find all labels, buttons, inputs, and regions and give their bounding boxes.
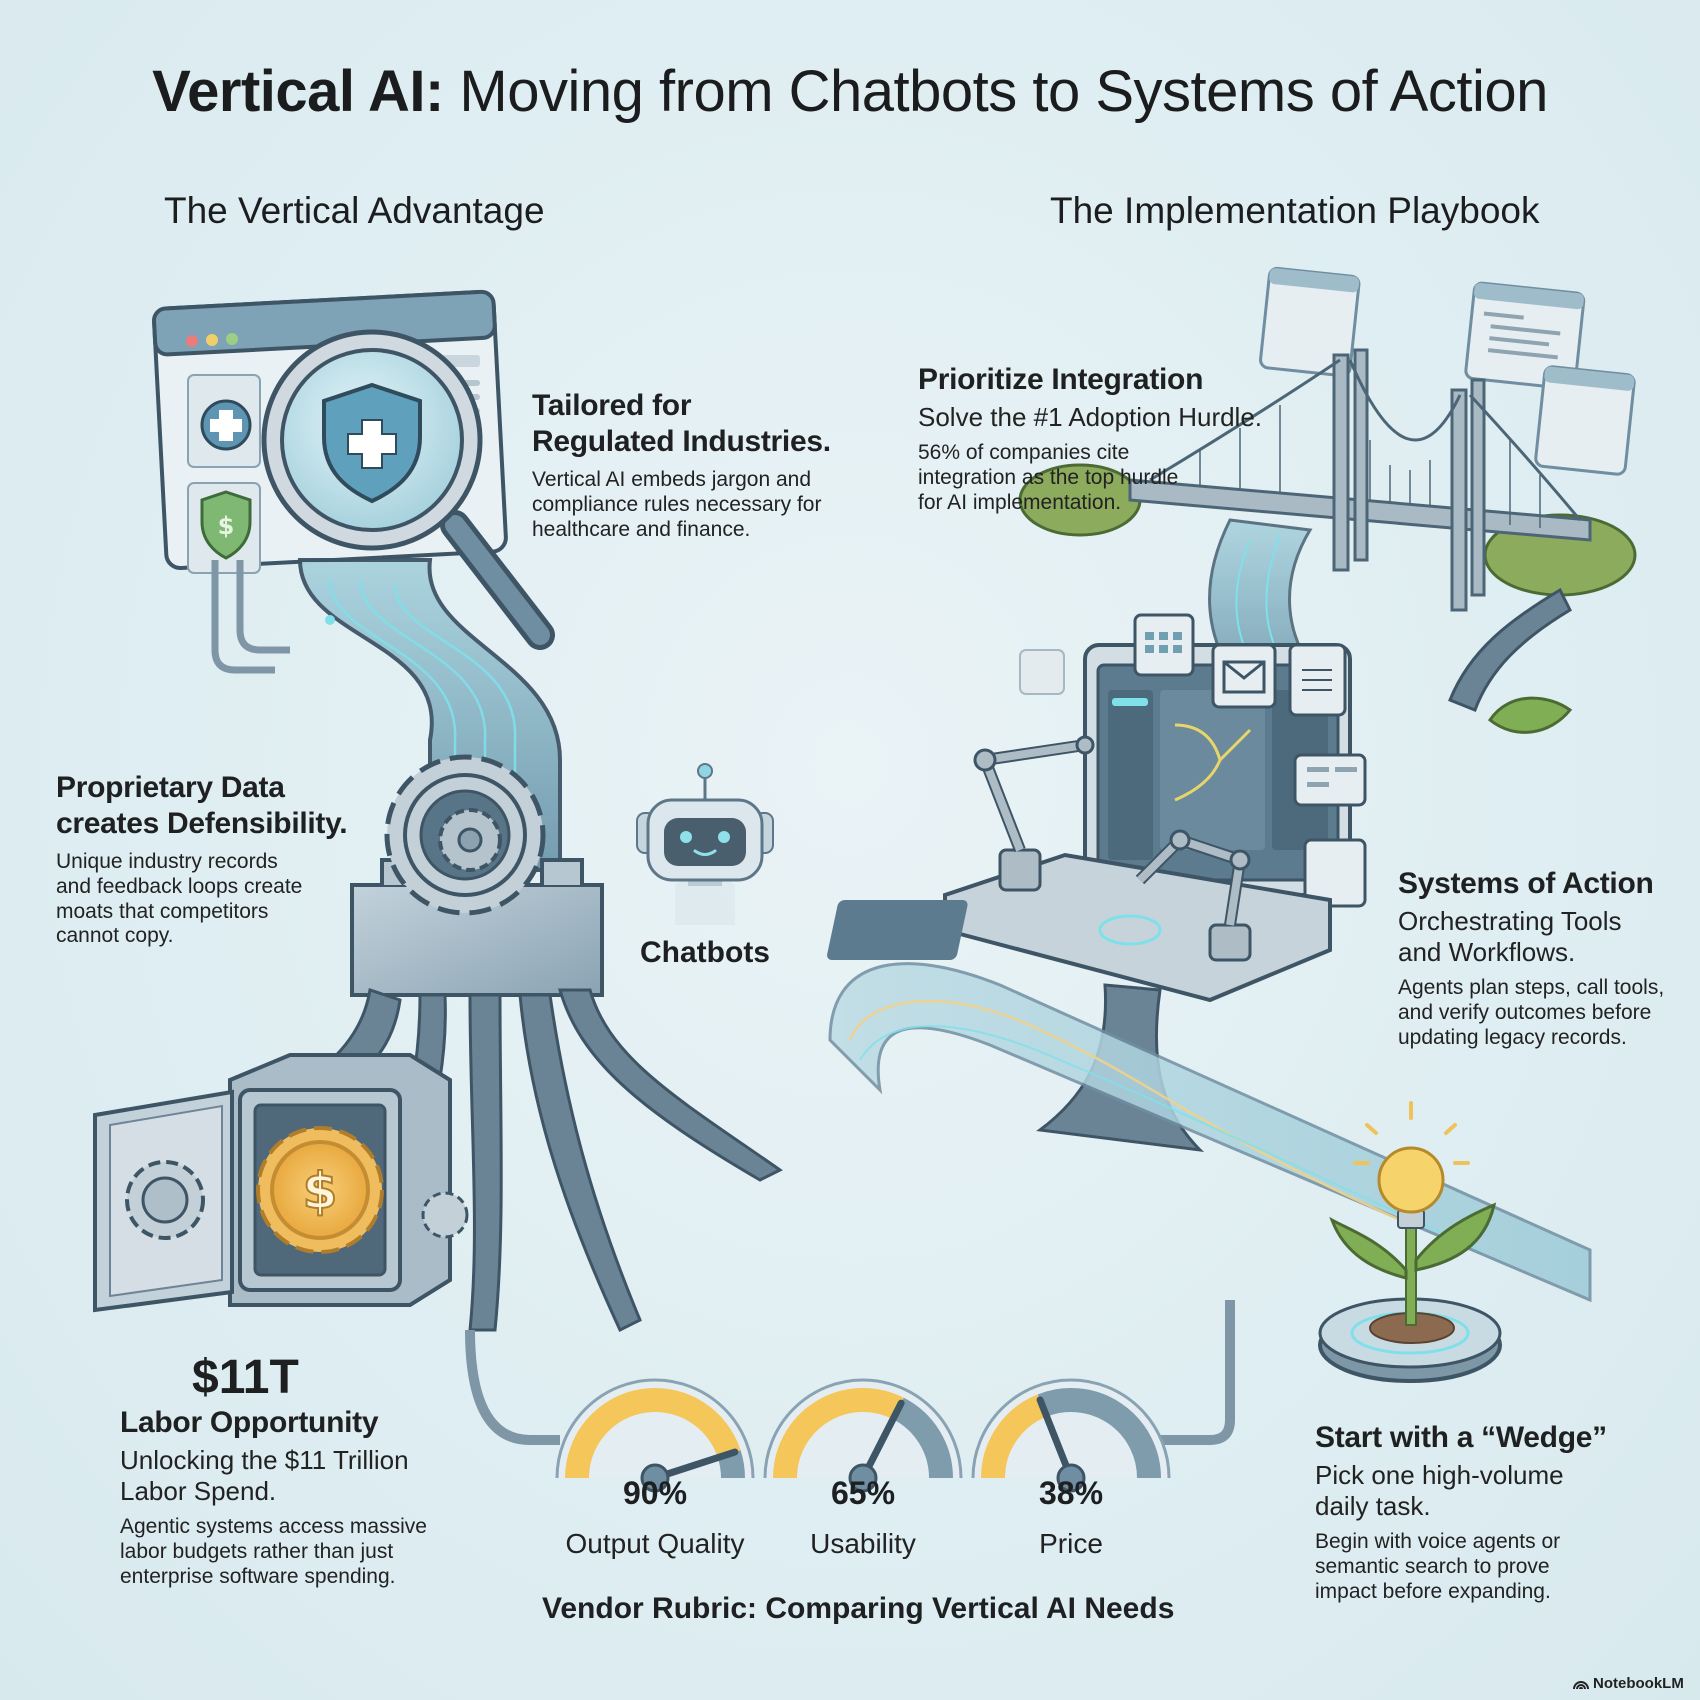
labor-subtitle: Unlocking the $11 Trillion Labor Spend. [120,1445,409,1507]
window-max-dot-icon [226,333,238,345]
gauge-label-quality: Output Quality [565,1528,745,1559]
floating-app-windows [1259,266,1636,476]
svg-text:$: $ [303,1162,338,1220]
gauge-label-usability: Usability [810,1528,916,1559]
tailored-body: Vertical AI embeds jargon and compliance… [532,468,822,541]
gauge-value-price: 38% [1038,1475,1104,1511]
window-close-dot-icon [186,335,198,347]
title-bold: Vertical AI: [152,59,444,124]
finance-shield-icon [200,490,252,560]
gear-icon [384,754,546,916]
systems-body: Agents plan steps, call tools, and verif… [1398,976,1665,1049]
gauge-dials [555,1378,1171,1493]
gear-tower [350,754,604,997]
robot-arm-card-icon [1303,838,1367,908]
notebooklm-logo-icon [1573,1680,1589,1689]
gauge-value-quality: 90% [622,1475,688,1511]
chatbot-robot-icon [636,763,774,925]
wedge-title: Start with a “Wedge” [1315,1421,1607,1454]
integration-title: Prioritize Integration [918,363,1204,396]
window-min-dot-icon [206,334,218,346]
integration-body: 56% of companies cite integration as the… [918,441,1179,514]
workflow-icon [1019,649,1065,695]
proprietary-title-1: Proprietary Data [56,771,285,804]
systems-block: Systems of Action Orchestrating Tools an… [1398,866,1688,1051]
systems-title: Systems of Action [1398,867,1654,900]
magnifier-icon [261,329,555,650]
left-section-heading: The Vertical Advantage [164,190,545,231]
proprietary-title-2: creates Defensibility. [56,807,348,840]
gauge-value-usability: 65% [830,1475,896,1511]
proprietary-block: Proprietary Data creates Defensibility. … [56,770,366,949]
labor-figure: $11T [192,1351,299,1404]
leaf-icon [1487,696,1573,734]
notebooklm-brand: NotebookLM [1573,1675,1684,1692]
title-rest: Moving from Chatbots to Systems of Actio… [443,59,1548,124]
tailored-block: Tailored for Regulated Industries. Verti… [532,388,872,542]
chatbots-label: Chatbots [640,936,770,969]
wedge-body: Begin with voice agents or semantic sear… [1315,1530,1561,1603]
rubric-title: Vendor Rubric: Comparing Vertical AI Nee… [542,1592,1175,1625]
systems-subtitle: Orchestrating Tools and Workflows. [1398,906,1622,968]
svg-text:$: $ [218,512,235,540]
dollar-gear-icon: $ [256,1126,384,1254]
vendor-rubric-gauges [545,1360,1185,1550]
page-title: Vertical AI: Moving from Chatbots to Sys… [0,58,1700,125]
labor-body: Agentic systems access massive labor bud… [120,1515,427,1588]
tailored-title-1: Tailored for [532,389,692,422]
email-icon [1211,643,1277,709]
brand-label: NotebookLM [1593,1675,1684,1692]
vault-safe: $ [93,1053,469,1313]
right-section-heading: The Implementation Playbook [1050,190,1540,231]
gauge-label-price: Price [1039,1528,1103,1559]
wedge-block: Start with a “Wedge” Pick one high-volum… [1315,1420,1635,1605]
tailored-title-2: Regulated Industries. [532,425,831,458]
bridge-icon [1128,348,1592,612]
wedge-subtitle: Pick one high-volume daily task. [1315,1460,1564,1522]
integration-subtitle: Solve the #1 Adoption Hurdle. [918,402,1263,432]
labor-title: Labor Opportunity [120,1406,379,1439]
lightbulb-plant-icon [1318,1101,1502,1383]
integration-block: Prioritize Integration Solve the #1 Adop… [918,362,1263,515]
proprietary-body: Unique industry records and feedback loo… [56,850,303,948]
labor-block: $11T Labor Opportunity Unlocking the $11… [120,1350,460,1590]
